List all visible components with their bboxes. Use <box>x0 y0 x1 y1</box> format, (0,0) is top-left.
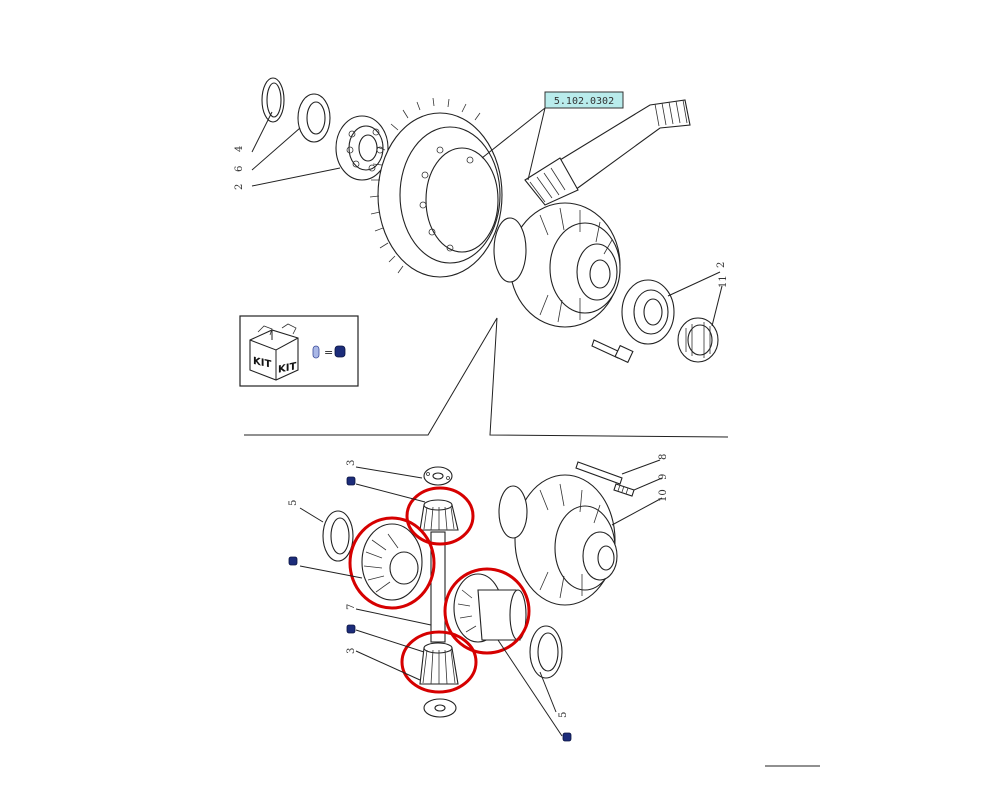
kit-marker-icon <box>334 345 346 358</box>
callout-10: 10 <box>658 489 669 502</box>
side-washer-left[interactable] <box>322 510 354 562</box>
kit-word-right: KIT <box>278 361 296 376</box>
callout-9: 9 <box>658 474 669 480</box>
side-pinion-top[interactable] <box>419 499 459 531</box>
kit-marker-2 <box>288 556 298 566</box>
differential-housing-lower[interactable] <box>498 474 618 606</box>
kit-marker-4 <box>562 732 572 742</box>
kit-legend-box: KIT KIT = <box>239 315 359 387</box>
snap-ring[interactable] <box>261 77 285 123</box>
threaded-collar[interactable] <box>677 317 719 363</box>
callout-11: 11 <box>718 275 729 288</box>
highlight-top-pinion <box>405 486 475 546</box>
crown-gear[interactable] <box>369 97 503 278</box>
callout-5-left: 5 <box>288 500 299 506</box>
pinion-shaft[interactable] <box>524 99 691 206</box>
bolt[interactable] <box>591 339 634 364</box>
side-gear-right[interactable] <box>453 573 527 643</box>
kit-equals: = <box>324 346 333 359</box>
callout-6: 6 <box>234 166 245 172</box>
side-washer-right[interactable] <box>529 625 563 679</box>
thrust-washer-bottom[interactable] <box>423 698 457 718</box>
callout-4: 4 <box>234 146 245 152</box>
kit-marker-3 <box>346 624 356 634</box>
thrust-washer-top[interactable] <box>423 466 453 486</box>
single-part-icon <box>312 345 320 359</box>
upper-assembly: 4 6 2 2 11 5.102.0302 <box>234 77 729 364</box>
highlight-right-side-gear <box>443 567 531 655</box>
seal-ring[interactable] <box>297 93 331 143</box>
kit-word-left: KIT <box>253 356 271 371</box>
callout-2-left: 2 <box>234 184 245 190</box>
callout-3-top: 3 <box>346 460 357 466</box>
lower-assembly: 3 5 7 3 8 9 10 5 <box>288 454 669 742</box>
differential-housing-upper[interactable] <box>493 202 621 328</box>
reference-tag[interactable]: 5.102.0302 <box>544 91 624 109</box>
highlight-bottom-pinion <box>400 630 478 694</box>
bearing-right[interactable] <box>621 279 675 345</box>
spring-pin[interactable] <box>613 483 635 497</box>
side-gear-left[interactable] <box>361 523 423 601</box>
reference-tag-text: 5.102.0302 <box>554 96 614 107</box>
callout-8: 8 <box>658 454 669 460</box>
callout-3-bottom: 3 <box>346 648 357 654</box>
callout-2-right: 2 <box>716 262 727 268</box>
callout-7: 7 <box>346 604 357 610</box>
kit-box-icon: KIT KIT <box>249 323 299 381</box>
callout-5-right: 5 <box>558 712 569 718</box>
zoom-divider-line <box>244 317 729 438</box>
locking-pin[interactable] <box>575 461 623 485</box>
kit-marker-1 <box>346 476 356 486</box>
side-pinion-bottom[interactable] <box>419 642 459 685</box>
highlight-left-side-gear <box>348 516 436 610</box>
